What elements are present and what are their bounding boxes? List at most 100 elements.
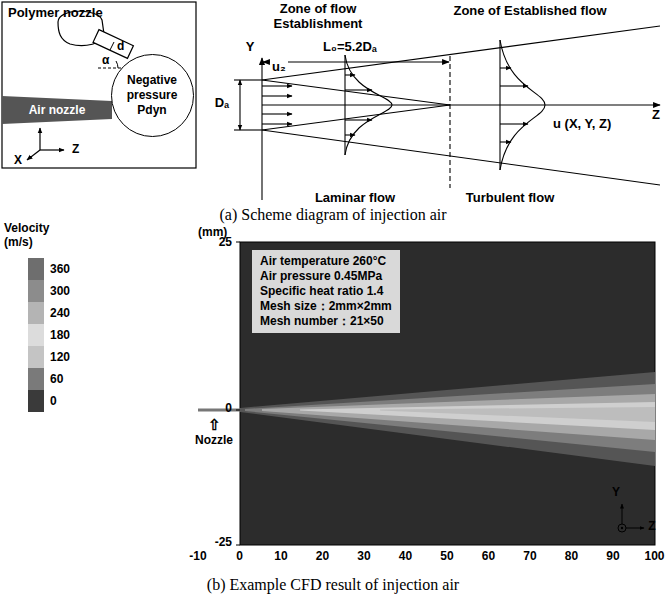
jet-scheme — [345, 74, 355, 75]
jet-scheme — [500, 67, 511, 68]
colorbar-swatch — [28, 368, 44, 390]
label-text: 60 — [482, 550, 495, 564]
label-text: 50 — [440, 550, 453, 564]
node-text: Mesh size：2mm×2mm — [260, 299, 392, 314]
label-text: 20 — [316, 550, 329, 564]
label-text: (b) Example CFD result of injection air — [207, 576, 459, 594]
cfd-plot — [618, 524, 626, 532]
label-text: Z — [652, 108, 660, 123]
colorbar-swatch — [28, 280, 44, 302]
inset-panel — [27, 150, 40, 160]
cfd-plot — [236, 242, 240, 545]
label-text: Laminar flow — [315, 191, 395, 206]
jet-scheme — [344, 55, 345, 155]
jet-scheme — [345, 89, 372, 90]
jet-scheme — [262, 113, 292, 114]
jet-scheme — [262, 26, 660, 80]
jet-scheme — [345, 55, 392, 155]
inset-panel — [2, 2, 196, 168]
label-text: Y — [612, 486, 620, 500]
colorbar-value: 120 — [50, 350, 70, 364]
colorbar-swatch — [28, 302, 44, 324]
inset-panel — [2, 2, 196, 168]
jet-scheme — [262, 123, 292, 124]
jet-scheme — [345, 134, 355, 135]
label-text: 40 — [399, 550, 412, 564]
colorbar-swatch — [28, 390, 44, 412]
label-text: 100 — [644, 550, 664, 564]
cfd-plot — [621, 527, 623, 529]
jet-scheme — [262, 104, 660, 105]
label-text: Velocity (m/s) — [4, 222, 60, 250]
cfd-plot — [198, 242, 655, 545]
colorbar-value: 0 — [50, 394, 57, 408]
colorbar-value: 180 — [50, 328, 70, 342]
jet-scheme — [500, 123, 528, 124]
jet-scheme — [262, 105, 450, 130]
label-text: α — [102, 54, 109, 68]
cfd-plot — [300, 402, 655, 430]
nozzle-shape — [2, 96, 112, 124]
inset-panel — [116, 61, 118, 68]
node-text: Air nozzle — [29, 103, 86, 118]
inset-panel — [110, 42, 114, 50]
label-text: Dₐ — [215, 96, 229, 111]
inset-panel — [39, 128, 40, 150]
inset-panel — [93, 30, 133, 59]
cfd-plot — [236, 410, 240, 411]
cfd-plot — [236, 242, 240, 243]
colorbar-value: 60 — [50, 372, 63, 386]
label-text: Z — [648, 520, 655, 534]
jet-scheme — [500, 85, 528, 86]
jet-scheme — [234, 79, 262, 80]
air-nozzle: Air nozzle — [2, 96, 112, 124]
label-text: -25 — [215, 536, 232, 550]
label-text: 30 — [357, 550, 370, 564]
label-text: 0 — [236, 550, 243, 564]
jet-scheme — [262, 95, 292, 96]
label-text: -10 — [189, 550, 206, 564]
jet-scheme — [263, 61, 449, 62]
inset-panel — [40, 149, 64, 150]
colorbar-value: 360 — [50, 262, 70, 276]
label-text: 70 — [523, 550, 536, 564]
cfd-plot — [236, 545, 240, 546]
jet-scheme — [500, 40, 545, 170]
cfd-plot — [262, 394, 655, 440]
colorbar-swatch — [28, 346, 44, 368]
colorbar-swatch — [28, 324, 44, 346]
label-text: Nozzle — [195, 434, 233, 448]
jet-scheme — [449, 56, 450, 188]
cfd-plot — [626, 528, 644, 529]
label-text: Zone of flow Establishment — [258, 2, 378, 32]
jet-scheme — [234, 129, 262, 130]
jet-scheme — [499, 40, 500, 170]
cfd-plot — [622, 504, 623, 524]
cfd-plot — [380, 407, 655, 422]
jet-scheme — [500, 141, 511, 142]
jet-scheme — [262, 130, 660, 185]
info-box: Air temperature 260°CAir pressure 0.45MP… — [252, 250, 400, 333]
label-text: X — [14, 154, 22, 168]
pressure-circle: Negative pressure Pdyn — [111, 54, 194, 137]
label-text: Zone of Established flow — [453, 4, 606, 19]
inset-panel — [93, 30, 133, 59]
jet-scheme — [262, 85, 292, 86]
label-text: ⇧ — [208, 416, 221, 433]
node-text: Mesh number：21×50 — [260, 314, 392, 329]
node-text: Air temperature 260°C — [260, 254, 392, 269]
label-text: Z — [72, 143, 79, 157]
colorbar-value: 240 — [50, 306, 70, 320]
colorbar-swatch — [28, 258, 44, 280]
node-text: Air pressure 0.45MPa — [260, 269, 392, 284]
cfd-plot — [198, 409, 240, 412]
label-text: 90 — [606, 550, 619, 564]
node-text: Specific heat ratio 1.4 — [260, 284, 392, 299]
label-text: 80 — [565, 550, 578, 564]
label-text: 10 — [274, 550, 287, 564]
label-text: 25 — [219, 236, 232, 250]
label-text: 0 — [225, 402, 232, 416]
jet-scheme — [234, 26, 660, 200]
cfd-plot — [240, 242, 655, 545]
